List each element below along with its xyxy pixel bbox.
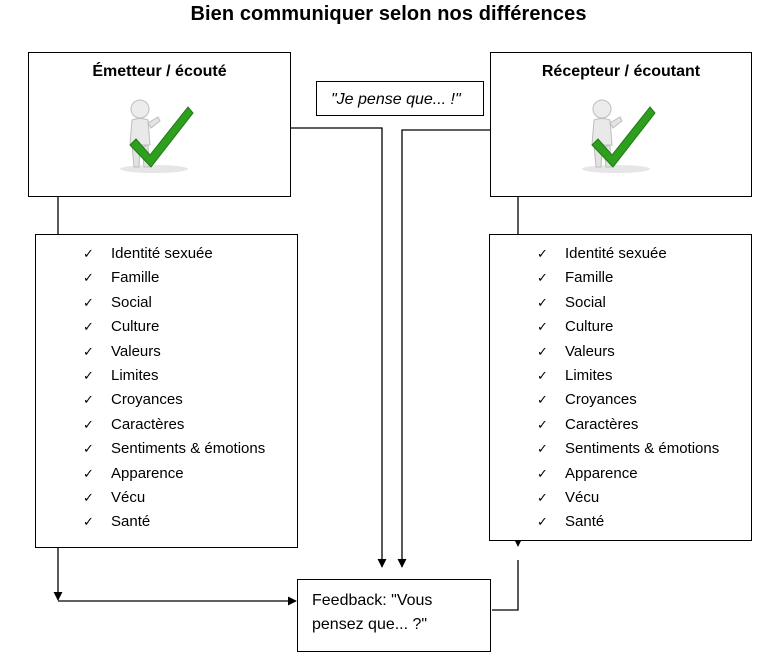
list-item: ✓ Croyances xyxy=(36,388,265,412)
thumbs-up-checkmark-figure-icon xyxy=(576,95,666,175)
checkmark-icon: ✓ xyxy=(537,486,548,510)
sender-box: Émetteur / écouté xyxy=(28,52,291,197)
list-item-label: Vécu xyxy=(565,489,599,506)
list-item-label: Apparence xyxy=(111,465,184,482)
list-item-label: Croyances xyxy=(111,391,183,408)
checkmark-icon: ✓ xyxy=(537,266,548,290)
list-item: ✓ Apparence xyxy=(36,462,265,486)
list-item-label: Sentiments & émotions xyxy=(565,440,719,457)
checkmark-icon: ✓ xyxy=(83,388,94,412)
list-item-label: Famille xyxy=(565,269,613,286)
list-item-label: Valeurs xyxy=(111,343,161,360)
list-item: ✓ Santé xyxy=(490,510,719,534)
thumbs-up-checkmark-figure-icon xyxy=(114,95,204,175)
checkmark-icon: ✓ xyxy=(537,340,548,364)
checkmark-icon: ✓ xyxy=(537,510,548,534)
list-item: ✓ Social xyxy=(490,291,719,315)
list-item: ✓ Culture xyxy=(490,315,719,339)
checkmark-icon: ✓ xyxy=(537,315,548,339)
list-item: ✓ Caractères xyxy=(490,413,719,437)
list-item-label: Caractères xyxy=(565,416,638,433)
checkmark-icon: ✓ xyxy=(83,413,94,437)
sender-title: Émetteur / écouté xyxy=(29,63,290,81)
sender-differences-list: ✓Identité sexuée✓Famille✓Social✓Culture✓… xyxy=(35,234,298,548)
checkmark-icon: ✓ xyxy=(537,388,548,412)
list-item: ✓ Valeurs xyxy=(490,340,719,364)
checkmark-icon: ✓ xyxy=(83,340,94,364)
list-item: ✓ Croyances xyxy=(490,388,719,412)
receiver-box: Récepteur / écoutant xyxy=(490,52,752,197)
list-item-label: Culture xyxy=(565,318,613,335)
list-item: ✓ Limites xyxy=(490,364,719,388)
receiver-differences-list: ✓Identité sexuée✓Famille✓Social✓Culture✓… xyxy=(489,234,752,541)
list-item-label: Social xyxy=(111,294,152,311)
quote-box: "Je pense que... !" xyxy=(316,81,484,116)
list-item: ✓ Famille xyxy=(36,266,265,290)
checkmark-icon: ✓ xyxy=(537,364,548,388)
sender-to-feedback-line xyxy=(291,128,382,567)
checkmark-icon: ✓ xyxy=(537,462,548,486)
list-item: ✓ Sentiments & émotions xyxy=(490,437,719,461)
checkmark-icon: ✓ xyxy=(83,510,94,534)
receiver-to-feedback-line xyxy=(402,130,490,567)
list-item: ✓ Sentiments & émotions xyxy=(36,437,265,461)
list-item-label: Identité sexuée xyxy=(565,245,667,262)
list-item-label: Culture xyxy=(111,318,159,335)
list-item-label: Limites xyxy=(565,367,613,384)
list-item-label: Limites xyxy=(111,367,159,384)
list-item: ✓ Caractères xyxy=(36,413,265,437)
list-item-label: Identité sexuée xyxy=(111,245,213,262)
list-item: ✓ Santé xyxy=(36,510,265,534)
list-item-label: Valeurs xyxy=(565,343,615,360)
list-item-label: Caractères xyxy=(111,416,184,433)
checkmark-icon: ✓ xyxy=(83,462,94,486)
checkmark-icon: ✓ xyxy=(83,242,94,266)
checkmark-icon: ✓ xyxy=(537,437,548,461)
list-item: ✓ Valeurs xyxy=(36,340,265,364)
feedback-to-receiver-line xyxy=(492,560,518,610)
list-item-label: Social xyxy=(565,294,606,311)
checkmark-icon: ✓ xyxy=(537,242,548,266)
receiver-list-items: ✓Identité sexuée✓Famille✓Social✓Culture✓… xyxy=(490,242,719,535)
list-item: ✓ Vécu xyxy=(490,486,719,510)
list-item-label: Famille xyxy=(111,269,159,286)
list-item-label: Santé xyxy=(111,513,150,530)
checkmark-icon: ✓ xyxy=(83,437,94,461)
list-item-label: Vécu xyxy=(111,489,145,506)
list-item: ✓ Identité sexuée xyxy=(36,242,265,266)
list-item: ✓ Vécu xyxy=(36,486,265,510)
list-item: ✓ Limites xyxy=(36,364,265,388)
list-item: ✓ Social xyxy=(36,291,265,315)
checkmark-icon: ✓ xyxy=(83,266,94,290)
checkmark-icon: ✓ xyxy=(83,315,94,339)
list-item: ✓ Famille xyxy=(490,266,719,290)
list-item-label: Santé xyxy=(565,513,604,530)
list-item-label: Croyances xyxy=(565,391,637,408)
list-item-label: Sentiments & émotions xyxy=(111,440,265,457)
list-item-label: Apparence xyxy=(565,465,638,482)
sender-list-items: ✓Identité sexuée✓Famille✓Social✓Culture✓… xyxy=(36,242,265,535)
checkmark-icon: ✓ xyxy=(83,291,94,315)
feedback-box: Feedback: "Vous pensez que... ?" xyxy=(297,579,491,652)
checkmark-icon: ✓ xyxy=(537,291,548,315)
list-item: ✓ Apparence xyxy=(490,462,719,486)
receiver-title: Récepteur / écoutant xyxy=(491,63,751,81)
checkmark-icon: ✓ xyxy=(83,486,94,510)
list-item: ✓ Identité sexuée xyxy=(490,242,719,266)
list-item: ✓ Culture xyxy=(36,315,265,339)
checkmark-icon: ✓ xyxy=(83,364,94,388)
checkmark-icon: ✓ xyxy=(537,413,548,437)
